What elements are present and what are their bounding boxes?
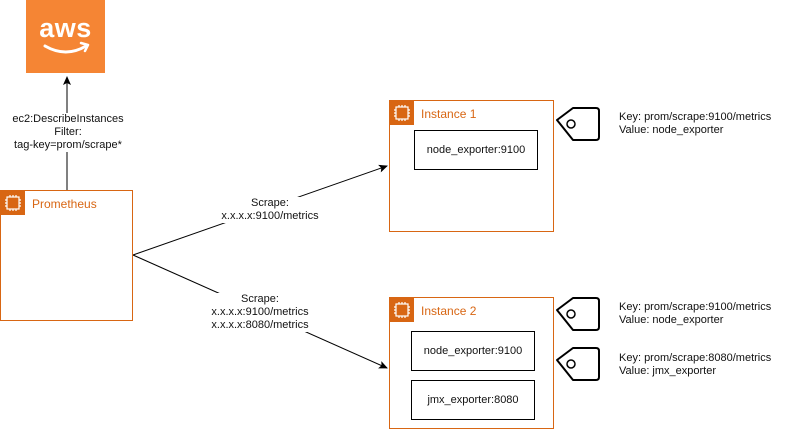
scrape-label-1: Scrape: x.x.x.x:9100/metrics [208, 197, 332, 223]
tag-value: Value: jmx_exporter [619, 365, 717, 377]
scrape-target: x.x.x.x:9100/metrics [221, 210, 319, 222]
chip-icon [390, 101, 414, 125]
tag-value: Value: node_exporter [619, 124, 724, 136]
tag-value: Value: node_exporter [619, 314, 724, 326]
filter-label: Filter: [54, 126, 82, 138]
aws-logo: aws [26, 0, 105, 73]
tag-icon [556, 297, 600, 331]
exporter-box[interactable]: node_exporter:9100 [414, 130, 538, 170]
tag-key: Key: prom/scrape:9100/metrics [619, 301, 772, 313]
tag-3-text: Key: prom/scrape:8080/metrics Value: jmx… [619, 352, 771, 378]
tag-icon [556, 107, 600, 141]
aws-logo-text: aws [39, 13, 92, 43]
exporter-box[interactable]: node_exporter:9100 [411, 331, 535, 371]
tag-2-text: Key: prom/scrape:9100/metrics Value: nod… [619, 301, 771, 327]
aws-smile-icon [43, 41, 90, 54]
chip-icon [1, 191, 25, 215]
exporter-box[interactable]: jmx_exporter:8080 [411, 380, 535, 420]
instance-1-title: Instance 1 [421, 107, 477, 121]
tag-key: Key: prom/scrape:9100/metrics [619, 111, 772, 123]
prometheus-group[interactable]: Prometheus [0, 190, 133, 321]
scrape-heading: Scrape: [241, 293, 279, 305]
tag-1-text: Key: prom/scrape:9100/metrics Value: nod… [619, 111, 771, 137]
scrape-label-2: Scrape: x.x.x.x:9100/metrics x.x.x.x:808… [200, 293, 320, 332]
chip-icon [390, 298, 414, 322]
describe-instances-label: ec2:DescribeInstances Filter: tag-key=pr… [2, 113, 134, 152]
scrape-target: x.x.x.x:9100/metrics [211, 306, 309, 318]
scrape-heading: Scrape: [251, 197, 289, 209]
instance-2-title: Instance 2 [421, 304, 477, 318]
scrape-target: x.x.x.x:8080/metrics [211, 319, 309, 331]
tag-icon [556, 347, 600, 381]
describe-call-text: ec2:DescribeInstances [12, 113, 124, 125]
tag-key: Key: prom/scrape:8080/metrics [619, 352, 772, 364]
filter-value: tag-key=prom/scrape* [14, 139, 122, 151]
prometheus-title: Prometheus [32, 197, 97, 211]
